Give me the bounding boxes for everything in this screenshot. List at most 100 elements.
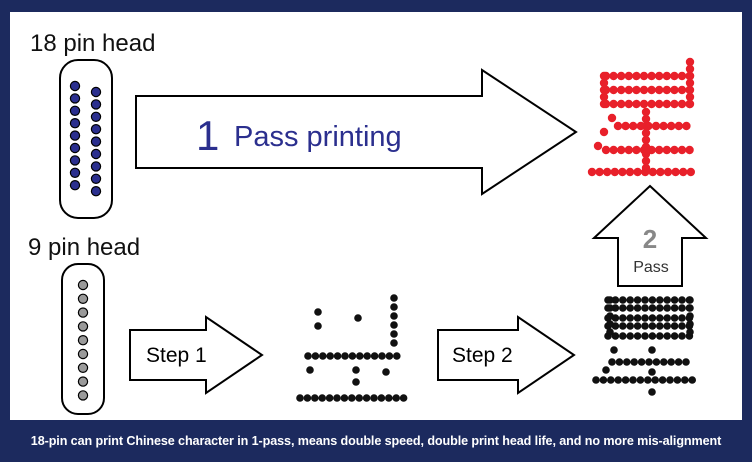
black-dot: [658, 376, 667, 384]
black-dot: [333, 352, 342, 360]
red-dot: [641, 135, 651, 145]
black-dot: [633, 332, 642, 340]
red-dot: [685, 85, 695, 95]
red-dot: [629, 121, 638, 131]
black-dot: [599, 376, 608, 384]
red-dot: [670, 145, 679, 155]
black-dot: [626, 304, 634, 312]
black-dot: [606, 320, 614, 328]
black-dot: [678, 332, 686, 340]
black-dot: [602, 366, 610, 374]
pin-dot: [77, 390, 89, 401]
black-dot: [390, 303, 398, 311]
black-dot: [319, 352, 327, 360]
step1-label: Step 1: [146, 344, 207, 367]
black-dot: [641, 304, 649, 312]
black-dot: [629, 376, 637, 384]
red-dot: [599, 78, 609, 88]
red-dot: [656, 167, 665, 177]
black-dot: [673, 376, 682, 384]
red-dot: [618, 167, 627, 177]
red-dot: [682, 121, 691, 131]
pin-dot: [69, 93, 81, 104]
black-dot: [678, 322, 686, 330]
black-dot: [611, 296, 620, 304]
red-dot: [599, 92, 609, 102]
red-dot: [662, 71, 671, 81]
red-dot: [639, 145, 649, 155]
red-dot: [670, 71, 679, 81]
arrow-right-icon: [129, 315, 264, 395]
black-dot: [670, 322, 679, 330]
black-dot: [656, 322, 664, 330]
black-dot: [325, 394, 334, 402]
red-dot: [670, 99, 679, 109]
pin-dot: [69, 142, 81, 154]
pins-18: [69, 80, 102, 197]
black-dot: [611, 304, 620, 312]
black-dot: [656, 314, 664, 322]
red-dot: [632, 71, 641, 81]
black-dot: [352, 378, 360, 386]
red-dot: [679, 167, 688, 177]
black-dot: [303, 394, 312, 402]
pin-dot: [77, 376, 89, 387]
black-dot: [606, 304, 614, 312]
black-dot: [686, 312, 694, 320]
black-dot: [648, 322, 657, 330]
black-dot: [678, 304, 686, 312]
black-dot: [614, 376, 622, 384]
black-dot: [377, 394, 386, 402]
black-dot: [645, 358, 653, 366]
red-dot: [641, 107, 651, 117]
pin-dot: [69, 167, 81, 178]
red-dot: [639, 85, 649, 95]
red-dot: [685, 145, 694, 155]
red-dot: [685, 64, 695, 74]
head18-label: 18 pin head: [30, 30, 156, 57]
red-dot: [624, 99, 633, 109]
pin-dot: [69, 155, 81, 166]
pin-dot: [90, 111, 102, 123]
two-pass-number: 2: [643, 224, 657, 254]
black-dot: [378, 352, 386, 360]
black-dot: [341, 352, 349, 360]
black-dot: [333, 394, 341, 402]
red-dot: [609, 145, 618, 155]
pin-dot: [69, 105, 81, 117]
black-dot: [686, 296, 694, 304]
black-dot: [663, 304, 671, 312]
caption-text: 18-pin can print Chinese character in 1-…: [30, 434, 722, 448]
red-dot: [685, 92, 695, 102]
red-dot: [674, 121, 683, 131]
black-dot: [663, 314, 671, 322]
black-dot: [674, 358, 683, 366]
red-dot: [662, 145, 671, 155]
red-dot: [677, 71, 687, 81]
red-dot: [677, 99, 687, 109]
red-dot: [609, 85, 618, 95]
red-dot: [662, 99, 671, 109]
black-dot: [644, 376, 652, 384]
black-dot: [648, 388, 656, 396]
red-dot: [617, 99, 626, 109]
black-dot: [610, 346, 618, 354]
pin-dot: [90, 99, 102, 110]
black-dot: [656, 296, 664, 304]
red-dot: [641, 156, 651, 166]
red-dot: [624, 85, 633, 95]
black-dot: [682, 358, 690, 366]
partial-character-dots: [296, 294, 408, 402]
black-dot: [352, 366, 360, 374]
black-dot: [633, 314, 642, 322]
pin-dot: [69, 179, 81, 191]
black-dot: [626, 332, 634, 340]
red-dot: [685, 78, 695, 88]
black-dot: [390, 294, 398, 302]
red-dot: [685, 57, 695, 67]
red-dot: [655, 71, 664, 81]
red-dot: [624, 145, 633, 155]
red-dot: [663, 167, 673, 177]
red-dot: [647, 99, 656, 109]
